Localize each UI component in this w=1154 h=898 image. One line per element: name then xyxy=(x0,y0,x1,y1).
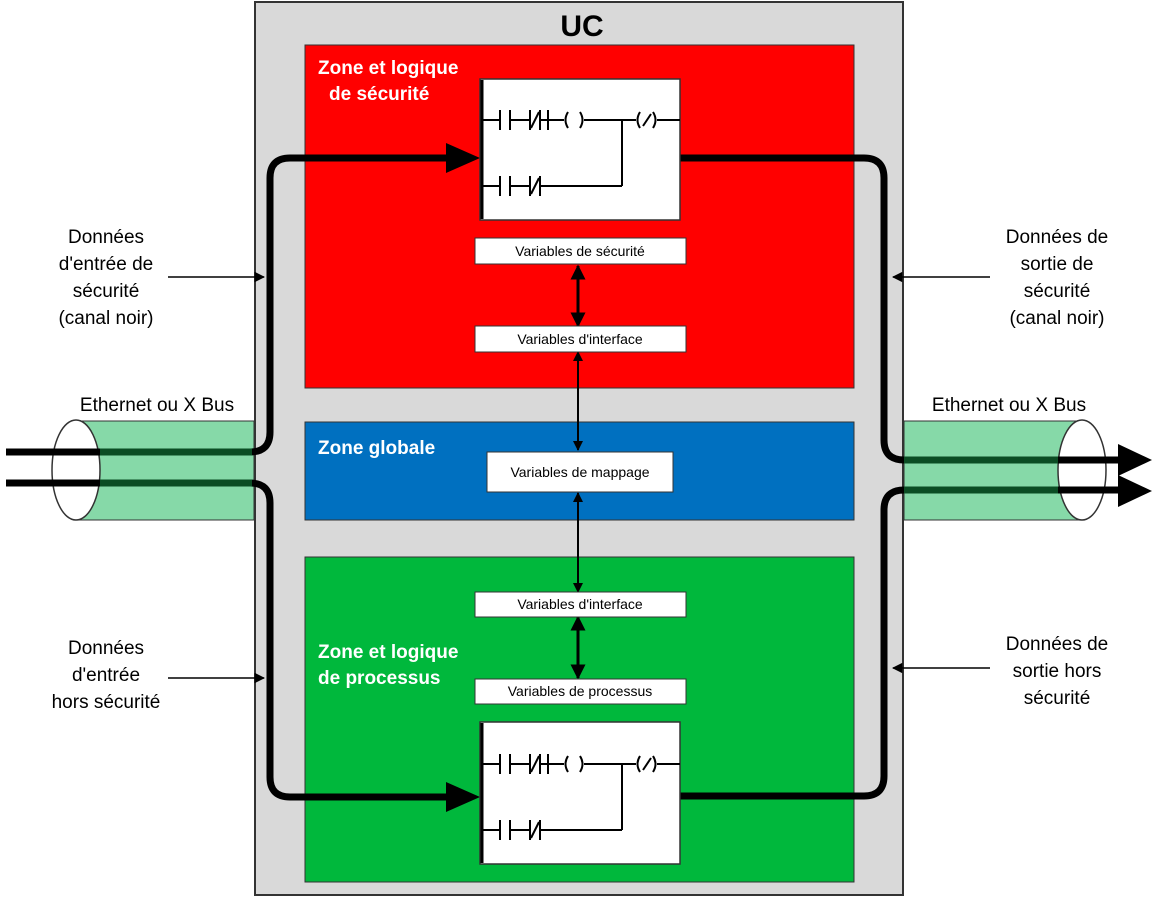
bus-right-label: Ethernet ou X Bus xyxy=(932,395,1086,416)
process-variables-label: Variables de processus xyxy=(508,683,652,699)
safety-input-arrowhead xyxy=(446,143,480,173)
cpu-title: UC xyxy=(560,10,603,43)
svg-text:Données: Données xyxy=(68,638,144,659)
global-zone-title: Zone globale xyxy=(318,438,435,459)
safety-output-line xyxy=(680,154,1120,464)
interface-variables-bottom-box: Variables d'interface xyxy=(474,591,687,618)
process-output-arrowhead xyxy=(1118,475,1152,507)
right-cable xyxy=(903,419,1107,521)
safety-variables-label: Variables de sécurité xyxy=(515,243,645,259)
svg-text:d'entrée de: d'entrée de xyxy=(59,254,153,275)
svg-text:Données de: Données de xyxy=(1006,634,1108,655)
svg-text:Données de: Données de xyxy=(1006,227,1108,248)
svg-text:sécurité: sécurité xyxy=(1024,688,1091,709)
svg-text:(canal noir): (canal noir) xyxy=(58,308,153,329)
safety-zone-title-1: Zone et logique xyxy=(318,58,458,79)
interface-variables-top-box: Variables d'interface xyxy=(474,325,687,353)
left-cable xyxy=(51,419,255,521)
interface-variables-top-label: Variables d'interface xyxy=(517,331,643,347)
process-input-line xyxy=(6,479,452,801)
safety-input-line xyxy=(6,154,452,456)
svg-text:sécurité: sécurité xyxy=(73,281,140,302)
process-zone-title-1: Zone et logique xyxy=(318,642,458,663)
safety-output-arrowhead xyxy=(1118,444,1152,476)
svg-text:d'entrée: d'entrée xyxy=(72,665,140,686)
right-top-label: Données de sortie de sécurité (canal noi… xyxy=(1006,227,1108,329)
svg-text:hors sécurité: hors sécurité xyxy=(52,692,161,713)
interface-variables-bottom-label: Variables d'interface xyxy=(517,596,643,612)
left-top-label: Données d'entrée de sécurité (canal noir… xyxy=(58,227,153,329)
right-bottom-label: Données de sortie hors sécurité xyxy=(1006,634,1108,709)
left-bottom-label: Données d'entrée hors sécurité xyxy=(52,638,161,713)
svg-text:sortie de: sortie de xyxy=(1021,254,1094,275)
safety-zone-title-2: de sécurité xyxy=(329,84,429,105)
svg-text:(canal noir): (canal noir) xyxy=(1009,308,1104,329)
process-variables-box: Variables de processus xyxy=(474,678,687,705)
process-output-line xyxy=(680,486,1120,800)
svg-text:Données: Données xyxy=(68,227,144,248)
process-zone-title-2: de processus xyxy=(318,668,441,689)
bus-left-label: Ethernet ou X Bus xyxy=(80,395,234,416)
mapping-variables-label: Variables de mappage xyxy=(510,464,649,480)
safety-ladder-logic xyxy=(479,78,681,221)
process-ladder-logic xyxy=(479,721,681,865)
safety-variables-box: Variables de sécurité xyxy=(474,237,687,265)
svg-text:sortie hors: sortie hors xyxy=(1013,661,1102,682)
mapping-variables-box: Variables de mappage xyxy=(486,451,674,493)
process-input-arrowhead xyxy=(446,782,480,812)
svg-text:sécurité: sécurité xyxy=(1024,281,1091,302)
